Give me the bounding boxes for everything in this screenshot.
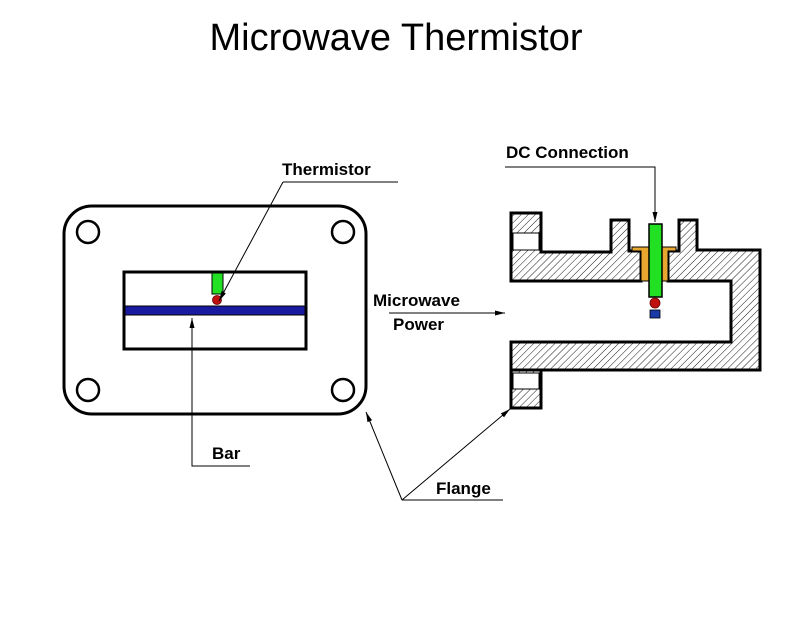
mounting-hole-top-right xyxy=(330,219,356,245)
thermistor-lead xyxy=(211,272,224,295)
probe-thermistor-bead xyxy=(649,297,661,309)
thermistor-label: Thermistor xyxy=(282,160,371,179)
microwave-power-label-line1: Microwave xyxy=(373,291,460,310)
thermistor-bead xyxy=(212,295,222,305)
microwave-power-label-line2: Power xyxy=(393,315,444,334)
upper-bolt-slot xyxy=(512,232,540,251)
bar xyxy=(124,305,306,316)
mounting-hole-top-left xyxy=(75,219,101,245)
flange-leader-left xyxy=(365,411,403,501)
lower-bolt-slot xyxy=(512,372,540,390)
mounting-hole-bottom-left xyxy=(75,377,101,403)
upper-wall-right xyxy=(509,218,762,372)
diagram-title: Microwave Thermistor xyxy=(209,17,582,59)
flange-front-view xyxy=(62,204,368,416)
dc-connection-label: DC Connection xyxy=(506,143,629,162)
mounting-hole-bottom-right xyxy=(330,377,356,403)
bar-label: Bar xyxy=(212,444,241,463)
dc-connection-leader xyxy=(505,166,658,222)
dc-probe xyxy=(648,223,663,298)
waveguide-cross-section xyxy=(509,211,762,410)
bar-leader xyxy=(189,318,250,467)
flange-label: Flange xyxy=(436,479,491,498)
flange-leader-right xyxy=(401,408,511,501)
probe-tip xyxy=(649,309,661,319)
thermistor-leader xyxy=(218,181,284,302)
upper-wall xyxy=(509,211,643,283)
